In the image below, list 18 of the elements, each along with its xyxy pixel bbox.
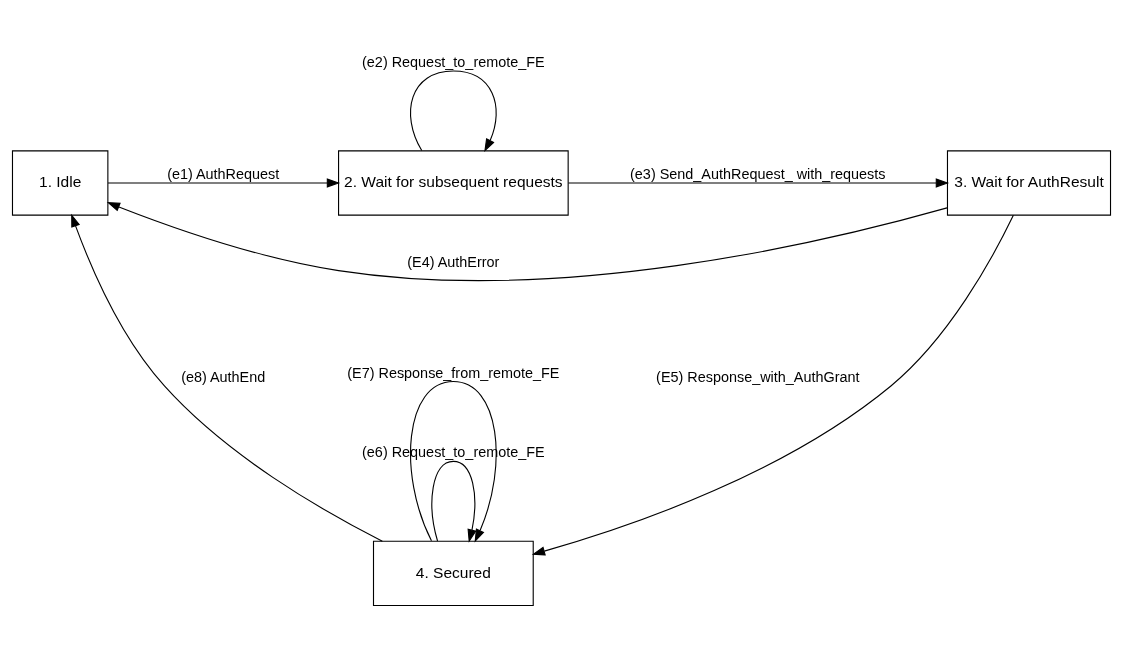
node-box: 2. Wait for subsequent requests	[338, 149, 569, 216]
edge-label: (E4) AuthError	[407, 253, 500, 270]
arrow	[71, 213, 383, 542]
edge-label: (e8) AuthEnd	[181, 368, 266, 385]
arrow	[567, 177, 950, 188]
edge-label: (e1) AuthRequest	[167, 165, 280, 182]
arrow	[409, 69, 497, 152]
node-box: 4. Secured	[372, 540, 534, 606]
node-box: 3. Wait for AuthResult	[946, 149, 1112, 216]
arrow	[106, 201, 948, 281]
edge-label: (e2) Request_to_remote_FE	[362, 53, 545, 70]
arrow	[531, 214, 1014, 556]
node-box: 1. Idle	[11, 149, 109, 216]
arrow	[107, 177, 341, 188]
edge-label: (E7) Response_from_remote_FE	[347, 364, 560, 381]
arrow	[431, 460, 477, 543]
edge-label: (E5) Response_with_AuthGrant	[656, 368, 860, 385]
edge-label: (e3) Send_AuthRequest_ with_requests	[630, 165, 886, 182]
